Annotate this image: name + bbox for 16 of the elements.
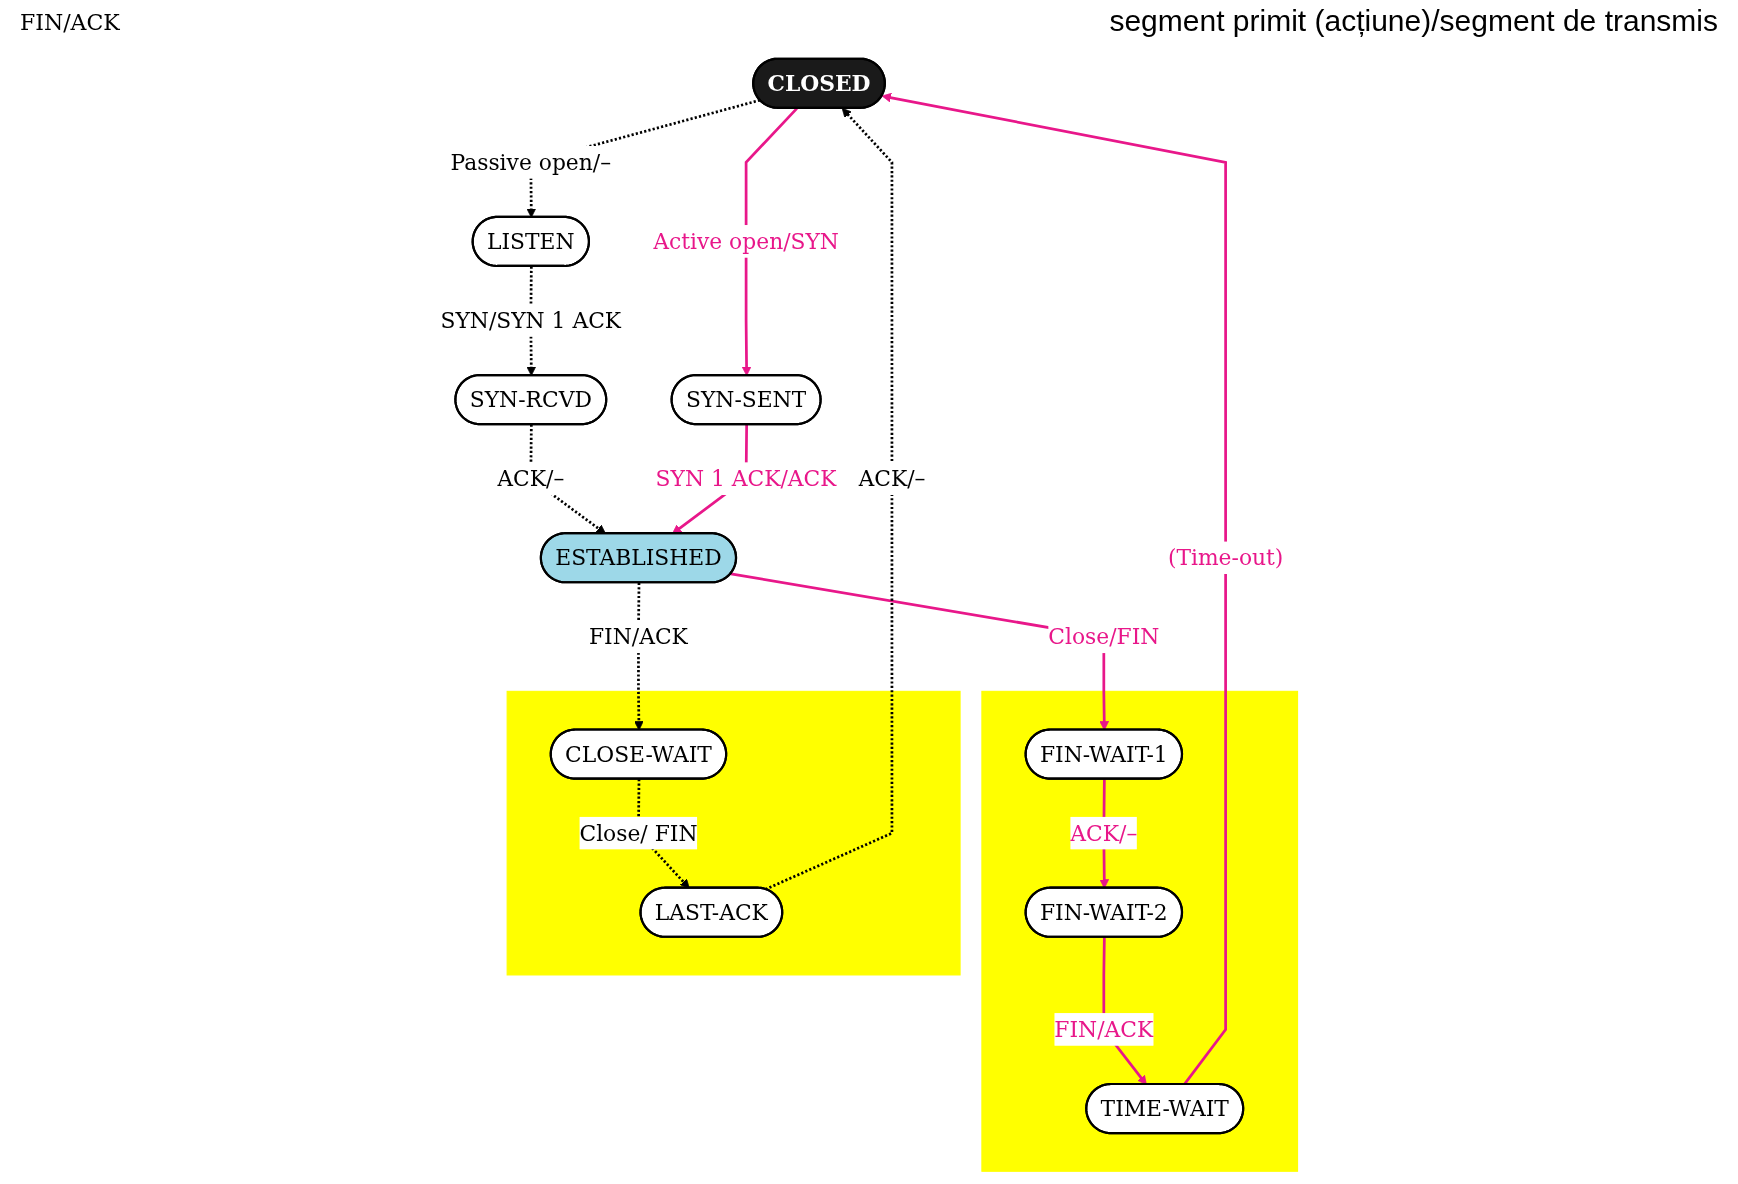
note-label: FIN/ACK <box>20 10 120 35</box>
cluster <box>981 690 1299 1172</box>
cluster <box>506 690 961 976</box>
edge-label: ACK/– <box>497 465 565 492</box>
edge-label: SYN/SYN 1 ACK <box>440 307 622 334</box>
edge-label: (Time-out) <box>1167 544 1284 571</box>
diagram-title: segment primit (acțiune)/segment de transmis <box>1109 4 1718 38</box>
edge-label: Passive open/– <box>450 149 612 176</box>
edge-label: Close/ FIN <box>579 820 698 847</box>
edge-label: Active open/SYN <box>653 228 839 255</box>
edge-label: Close/FIN <box>1048 623 1160 650</box>
edge-label: SYN 1 ACK/ACK <box>655 465 837 492</box>
edge-label: ACK/– <box>858 465 926 492</box>
arrow <box>741 107 798 376</box>
edge-label: FIN/ACK <box>588 623 688 650</box>
edge-label: ACK/– <box>1070 820 1138 847</box>
